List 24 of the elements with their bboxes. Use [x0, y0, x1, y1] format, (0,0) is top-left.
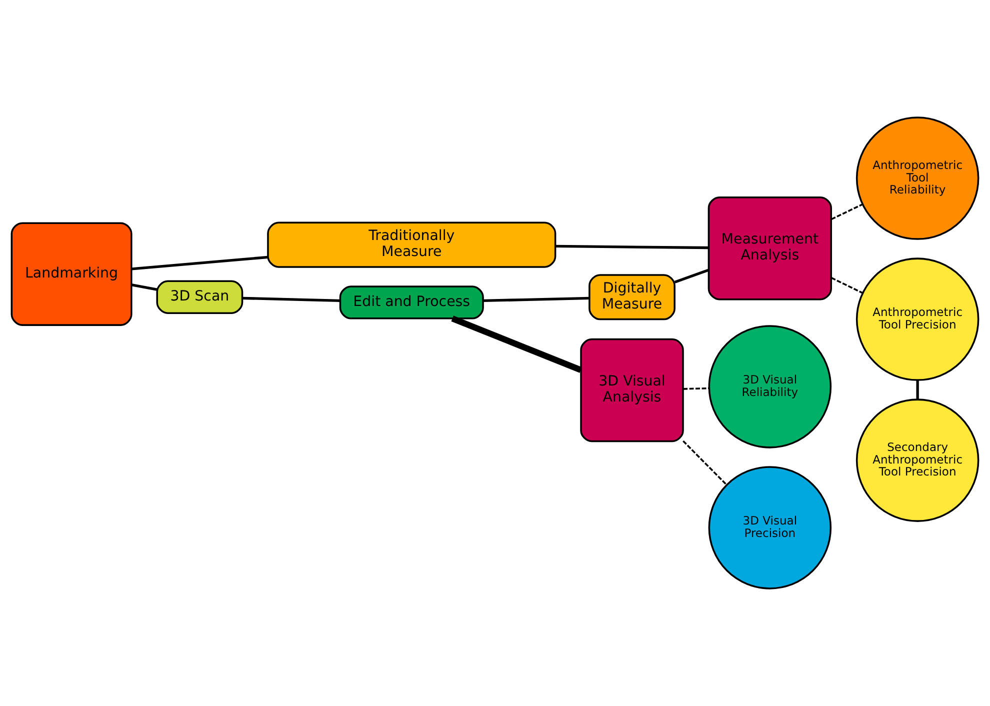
connector [831, 277, 863, 294]
node-circle: 3D Visual Precision [708, 466, 832, 590]
node-box: Traditionally Measure [267, 222, 556, 268]
node-circle: 3D Visual Reliability [708, 325, 832, 448]
connector [683, 387, 710, 390]
node-box: Edit and Process [339, 286, 484, 320]
node-box: 3D Scan [156, 280, 244, 314]
connector [682, 440, 728, 486]
node-circle: Anthropometric Tool Precision [856, 258, 980, 381]
node-box: 3D Visual Analysis [580, 338, 684, 442]
connector [674, 268, 710, 284]
node-circle: Anthropometric Tool Reliability [856, 116, 980, 240]
node-box: Measurement Analysis [708, 196, 832, 300]
node-box: Digitally Measure [588, 274, 676, 320]
node-circle: Secondary Anthropometric Tool Precision [856, 398, 980, 522]
connector [132, 256, 268, 270]
connector [483, 296, 590, 302]
connector [555, 244, 709, 250]
connector [831, 203, 863, 220]
connector [916, 380, 919, 400]
connector [242, 296, 340, 302]
node-box: Landmarking [10, 222, 132, 326]
connector [131, 284, 158, 291]
connector [451, 316, 582, 373]
